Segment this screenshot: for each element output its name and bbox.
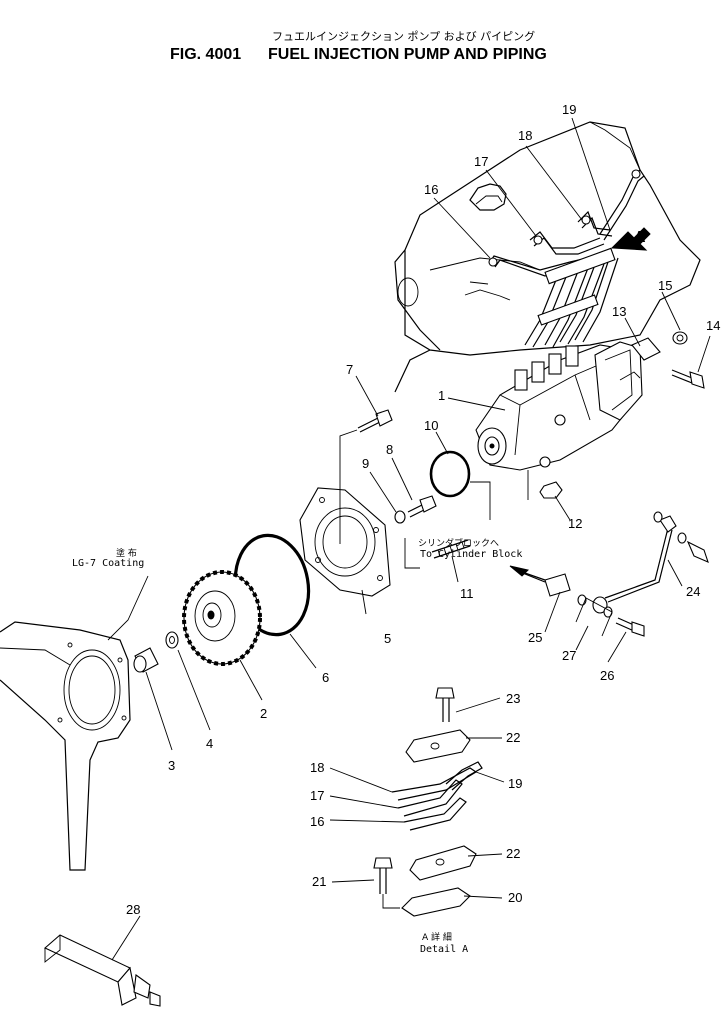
callout-24: 24 (686, 584, 700, 599)
figure-number: FIG. 4001 (170, 46, 241, 63)
detail-a-plate-20 (401, 887, 471, 917)
callout-12: 12 (568, 516, 582, 531)
leader-lines (107, 117, 711, 961)
service-tool-28 (43, 934, 161, 1007)
cylinder-block-note: To Cylinder Block (420, 549, 522, 560)
callout-14: 14 (706, 318, 720, 333)
callout-16: 16 (424, 182, 438, 197)
detail-a-bolt-21 (373, 857, 400, 909)
callout-25: 25 (528, 630, 542, 645)
callout-22-lower: 22 (506, 846, 520, 861)
oil-filler-cap (469, 183, 507, 211)
drive-gear (182, 570, 262, 666)
callout-19: 19 (562, 102, 576, 117)
figure-title: FUEL INJECTION PUMP AND PIPING (268, 46, 547, 63)
callout-9: 9 (362, 456, 369, 471)
callout-21: 21 (312, 874, 326, 889)
stud-11 (431, 539, 471, 559)
injection-pipes-assembly (488, 169, 645, 348)
callout-3: 3 (168, 758, 175, 773)
callout-2: 2 (260, 706, 267, 721)
coating-note-japanese: 塗 布 (116, 547, 137, 559)
bolt-7 (357, 409, 393, 433)
to-cylinder-block-arrow-icon (509, 565, 546, 581)
callout-17: 17 (474, 154, 488, 169)
callout-13: 13 (612, 304, 626, 319)
callout-detail-19: 19 (508, 776, 522, 791)
engine-block: A (394, 121, 701, 393)
coating-note: LG-7 Coating (72, 558, 144, 569)
callout-18: 18 (518, 128, 532, 143)
fuel-injection-pump (475, 341, 643, 471)
callout-20: 20 (508, 890, 522, 905)
oil-pipe-24 (592, 511, 677, 614)
connector-25 (519, 571, 571, 597)
cylinder-block-note-japanese: シリンダブロックへ (418, 537, 499, 549)
eye-bolt-fitting (677, 532, 709, 563)
callout-10: 10 (424, 418, 438, 433)
callout-22-upper: 22 (506, 730, 520, 745)
title-japanese: フュエルインジェクション ポンプ および パイピング (272, 29, 535, 43)
washer-9 (394, 510, 406, 524)
callout-28: 28 (126, 902, 140, 917)
callout-detail-16: 16 (310, 814, 324, 829)
detail-a-clamp-22-upper (405, 729, 471, 763)
part-number-callouts: 1 2 3 4 5 6 7 8 9 10 11 12 13 14 15 16 1… (126, 102, 720, 917)
washer-4 (165, 631, 179, 649)
bolt-8 (407, 495, 437, 518)
callout-5: 5 (384, 631, 391, 646)
o-ring-10 (429, 450, 471, 498)
bolt-14 (671, 369, 705, 389)
view-letter: A (634, 229, 646, 246)
callout-26: 26 (600, 668, 614, 683)
gasket-27 (575, 594, 613, 637)
callout-6: 6 (322, 670, 329, 685)
gear-housing-cover (299, 487, 391, 597)
detail-a-note-japanese: A 詳 細 (422, 931, 452, 943)
detail-a-pipes (391, 761, 483, 831)
callout-23: 23 (506, 691, 520, 706)
detail-a-bolt-23 (435, 687, 455, 722)
callout-detail-17: 17 (310, 788, 324, 803)
callout-15: 15 (658, 278, 672, 293)
detail-a-clamp-22-lower (409, 845, 477, 881)
callout-7: 7 (346, 362, 353, 377)
nut-12 (539, 481, 563, 499)
view-a-arrow-icon (610, 227, 651, 251)
nut-15 (672, 331, 688, 345)
callout-4: 4 (206, 736, 213, 751)
callout-8: 8 (386, 442, 393, 457)
bolt-26 (615, 617, 645, 637)
callout-detail-18: 18 (310, 760, 324, 775)
callout-1: 1 (438, 388, 445, 403)
callout-11: 11 (460, 586, 474, 601)
collar-3 (133, 647, 159, 673)
detail-a-note: Detail A (420, 944, 468, 955)
callout-27: 27 (562, 648, 576, 663)
gear-case-plate (0, 621, 131, 871)
